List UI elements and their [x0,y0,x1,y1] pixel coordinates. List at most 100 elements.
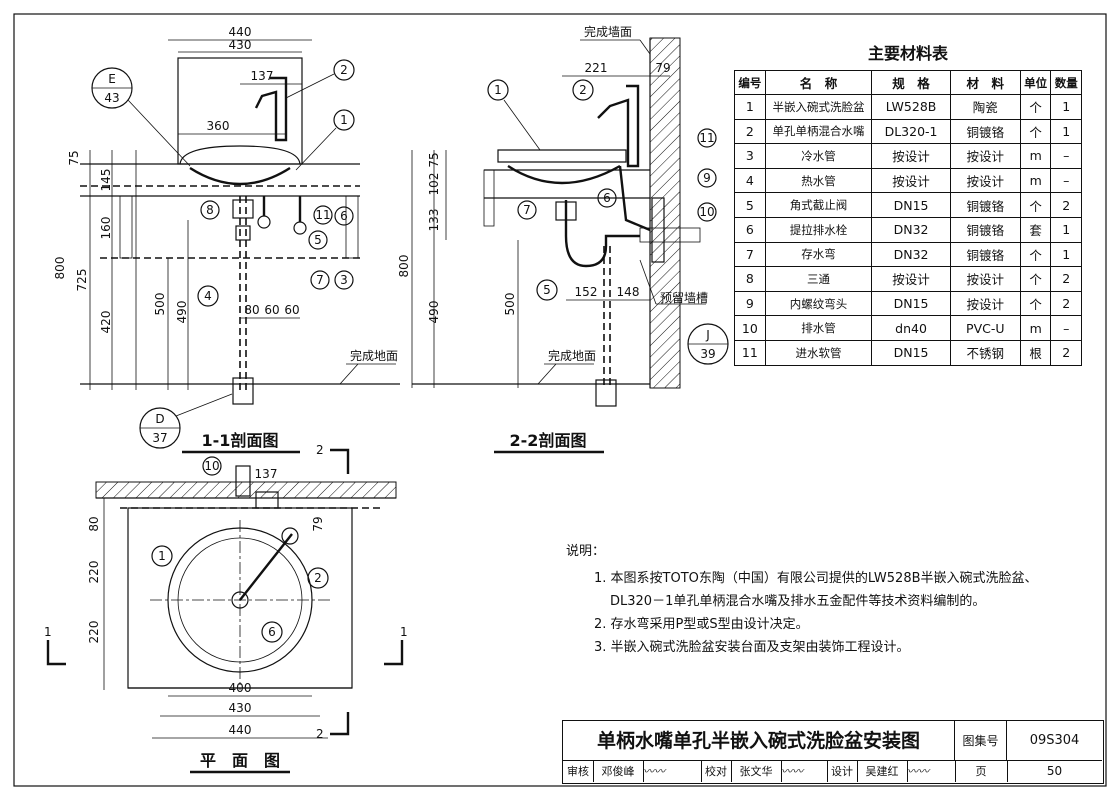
table-cell: LW528B [871,94,951,120]
sheet-border [13,13,1107,787]
table-cell: 铜镀铬 [949,118,1021,145]
plan-title: 平 面 图 [200,751,280,770]
table-cell: 1 [1050,118,1082,145]
note-item-3: 3. 半嵌入碗式洗脸盆安装台面及支架由装饰工程设计。 [594,640,910,655]
dim-137: 137 [251,69,274,83]
callout-6-s2: 7 [523,203,531,217]
dim-133: 133 [427,209,441,232]
table-cell: 陶瓷 [949,94,1021,120]
table-cell: 套 [1019,216,1052,243]
table-cell: – [1050,167,1082,194]
plan-callout-1: 1 [158,549,166,563]
dim-800-left: 800 [53,257,67,280]
table-cell: 9 [734,290,766,317]
col-qty: 数量 [1050,70,1082,95]
table-cell: 内螺纹弯头 [764,290,873,317]
table-cell: 按设计 [949,167,1021,194]
slot-label: 预留墙槽 [660,291,708,305]
dim-60a: 60 [264,303,279,317]
atlas-label: 图集号 [955,721,1007,761]
table-cell: 1 [1050,216,1082,243]
callout-10-s2: 10 [699,205,714,219]
callout-1: 1 [340,113,348,127]
table-cell: 个 [1019,266,1052,292]
plan-dim-440: 440 [229,723,252,737]
table-header-row: 编号 名 称 规 格 材 料 单位 数量 [734,70,1082,95]
checker-signature: 〰〰 [781,761,828,782]
table-cell: 铜镀铬 [949,216,1021,243]
section-mark-1-left: 1 [44,625,52,639]
note-item-1-cont: DL320－1单孔单柄混合水嘴及排水五金配件等技术资料编制的。 [610,594,986,609]
table-cell: 个 [1019,290,1052,317]
review-label: 审核 [563,761,594,782]
table-cell: 根 [1019,339,1052,366]
col-name: 名 称 [764,70,873,95]
note-item-2: 2. 存水弯采用P型或S型由设计决定。 [594,617,809,632]
reviewer-name: 邓俊峰 [593,761,644,782]
table-cell: 2 [1050,339,1082,366]
detail-ref-d: D [155,412,164,426]
dim-500-left: 500 [153,293,167,316]
designer-signature: 〰〰 [907,761,956,782]
plan-dim-220b: 220 [87,621,101,644]
table-cell: 铜镀铬 [949,192,1021,218]
callout-2: 2 [340,63,348,77]
plan-dim-79: 79 [311,516,325,531]
dim-79: 79 [655,61,670,75]
callout-7-s2: 5 [543,283,551,297]
callout-9-s2: 9 [703,171,711,185]
table-cell: 角式截止阀 [764,192,873,218]
detail-ref-j-sheet: 39 [700,347,715,361]
dim-430-top: 430 [229,38,252,52]
table-cell: PVC-U [949,315,1021,341]
section-mark-2-top: 2 [316,443,324,457]
section-1-1-drawing: 440 430 137 360 75 145 160 420 [53,25,400,405]
detail-ref-j: J [705,328,710,342]
detail-ref-e-sheet: 43 [104,91,119,105]
table-cell: 个 [1019,94,1052,120]
table-cell: 按设计 [871,266,951,292]
table-cell: 提拉排水栓 [764,216,873,243]
callout-1-s2: 1 [494,83,502,97]
table-cell: 按设计 [871,167,951,194]
table-cell: – [1050,143,1082,169]
section-2-2-drawing: 完成墙面 221 79 75 102 133 800 500 [397,24,708,407]
table-cell: DN15 [871,290,951,317]
atlas-number: 09S304 [1007,721,1102,761]
note-item-1: 1. 本图系按TOTO东陶（中国）有限公司提供的LW528B半嵌入碗式洗脸盆、 [594,571,1038,586]
sign-row: 审核 邓俊峰 〰〰 校对 张文华 〰〰 设计 吴建红 〰〰 页 50 [563,761,1102,782]
table-cell: DN32 [871,241,951,268]
table-cell: dn40 [871,315,951,341]
detail-ref-d-sheet: 37 [152,431,167,445]
callout-11-s2: 11 [699,131,714,145]
checker-name: 张文华 [731,761,782,782]
section-mark-1-right: 1 [400,625,408,639]
dim-75-2: 75 [427,152,441,167]
page-label: 页 [955,761,1008,782]
callout-5-s2: 6 [603,191,611,205]
callout-3: 3 [340,273,348,287]
wall-label: 完成墙面 [584,24,632,39]
dim-490-2: 490 [427,301,441,324]
table-cell: m [1019,167,1052,194]
plan-dim-80: 80 [87,516,101,531]
table-cell: 2 [1050,290,1082,317]
table-cell: m [1019,143,1052,169]
dim-440-top: 440 [229,25,252,39]
table-cell: 按设计 [949,290,1021,317]
dim-420: 420 [99,311,113,334]
callout-5: 5 [314,233,322,247]
check-label: 校对 [701,761,732,782]
table-cell: 5 [734,192,766,218]
table-cell: 冷水管 [764,143,873,169]
table-cell: 2 [1050,192,1082,218]
table-cell: 8 [734,266,766,292]
table-cell: 6 [734,216,766,243]
section-1-1-callouts: 2 1 8 11 6 5 7 3 4 E 43 D 37 1-1剖面图 [91,59,355,454]
